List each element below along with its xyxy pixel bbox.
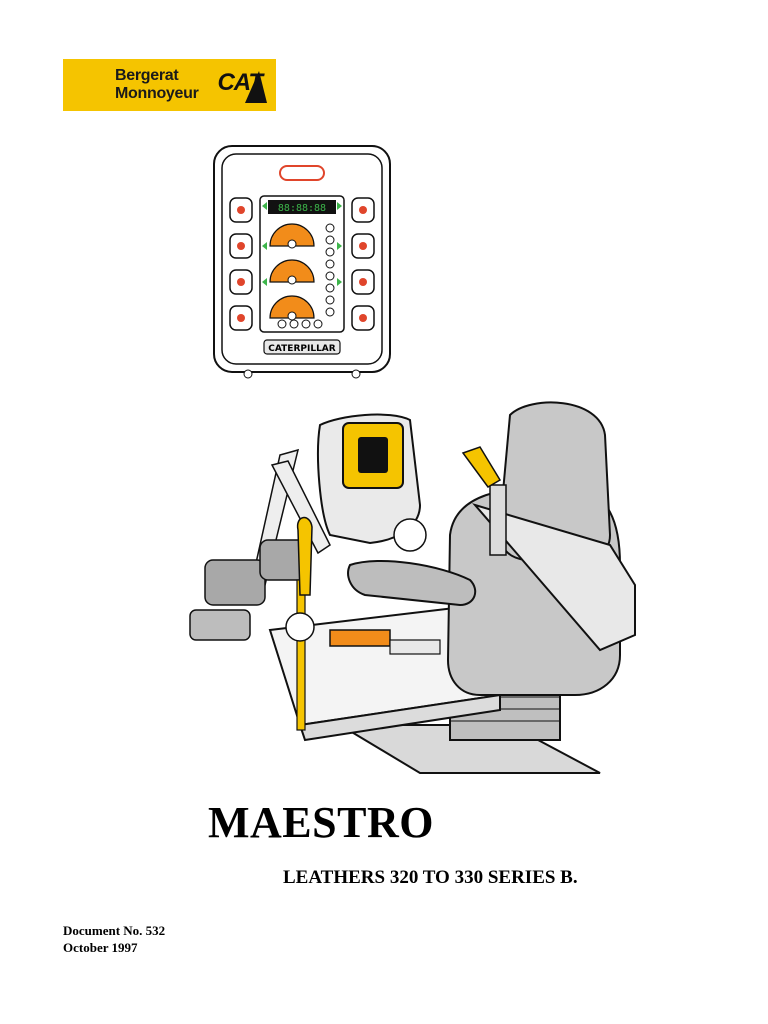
document-info: Document No. 532 October 1997: [63, 922, 165, 956]
control-panel-illustration: 88:88:88 CATERPILLAR: [213, 145, 391, 379]
cat-triangle-icon: [245, 71, 267, 103]
logo-line-2: Monnoyeur: [115, 85, 199, 102]
document-title: MAESTRO: [208, 798, 434, 847]
document-number: Document No. 532: [63, 923, 166, 938]
operator-station-illustration: [189, 401, 636, 774]
document-date: October 1997: [63, 940, 138, 955]
logo-company-name: Bergerat Monnoyeur: [115, 67, 199, 103]
bergerat-cat-logo: Bergerat Monnoyeur CAT: [63, 59, 276, 111]
logo-line-1: Bergerat: [115, 67, 179, 84]
panel-nameplate: CATERPILLAR: [268, 344, 335, 354]
document-subtitle: LEATHERS 320 TO 330 SERIES B.: [283, 867, 578, 888]
logo-brand: CAT: [217, 69, 263, 96]
panel-digit-display: 88:88:88: [278, 203, 326, 214]
